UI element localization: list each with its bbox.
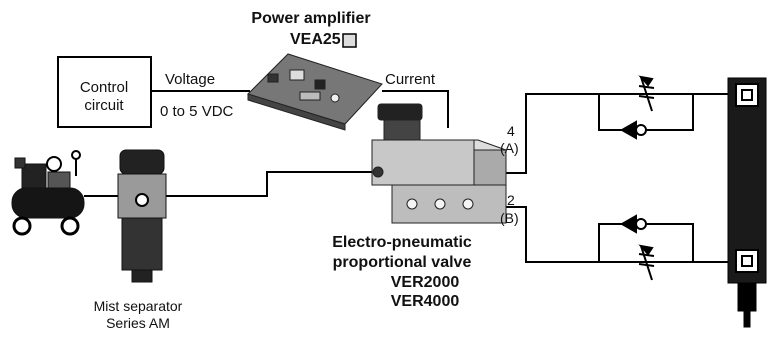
- power-amp-title: Power amplifier: [251, 10, 371, 27]
- valve-model-1: VER2000: [390, 274, 460, 291]
- valve-title-line2: proportional valve: [332, 254, 472, 271]
- power-amplifier-board: [247, 53, 383, 131]
- control-circuit-line2: circuit: [84, 97, 124, 114]
- port-2-letter: (B): [500, 210, 519, 226]
- valve-title-line1: Electro-pneumatic: [332, 234, 472, 251]
- port-4-number: 4: [507, 123, 515, 139]
- mist-separator-label: Mist separator: [93, 298, 183, 314]
- mist-separator-series: Series AM: [106, 315, 170, 331]
- pneumatic-cylinder: [727, 77, 767, 328]
- speed-controller-top: [619, 75, 655, 140]
- control-circuit-box: [57, 56, 152, 128]
- current-label: Current: [385, 71, 436, 88]
- speed-controller-bottom: [619, 214, 655, 281]
- voltage-range-label: 0 to 5 VDC: [160, 103, 234, 120]
- control-circuit-line1: Control: [79, 79, 129, 96]
- air-compressor: [11, 150, 85, 236]
- power-amp-model: VEA25: [290, 31, 341, 48]
- wiring: [151, 90, 449, 128]
- port-2-number: 2: [507, 192, 515, 208]
- proportional-valve: [371, 103, 507, 224]
- model-suffix-box: [342, 33, 357, 48]
- port-4-letter: (A): [500, 140, 519, 156]
- voltage-label: Voltage: [165, 71, 216, 88]
- mist-separator: [117, 149, 167, 283]
- valve-model-2: VER4000: [390, 293, 460, 310]
